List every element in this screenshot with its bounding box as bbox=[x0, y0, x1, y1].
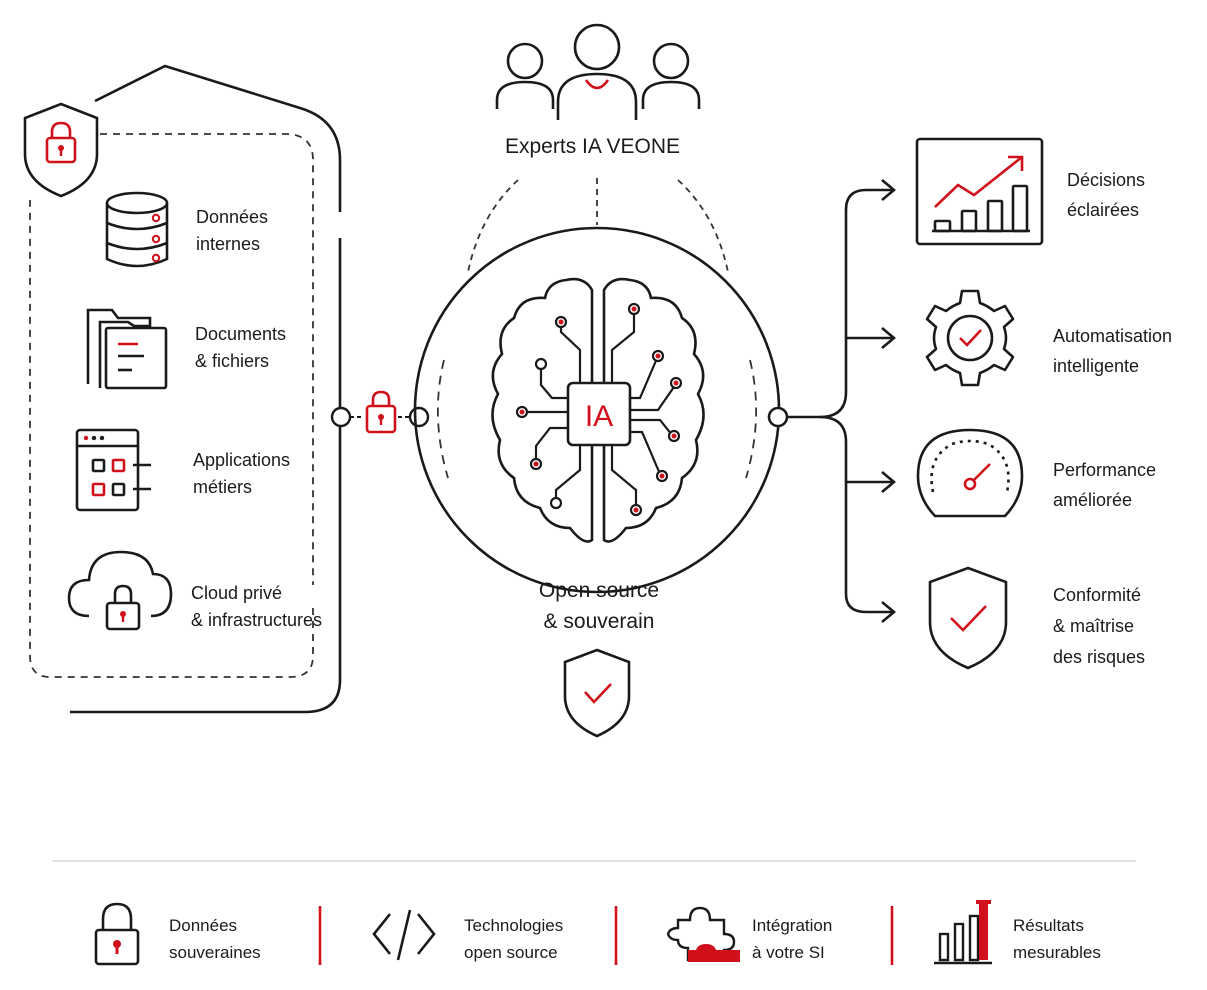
circuit-nodes bbox=[515, 302, 683, 517]
folder-documents-icon bbox=[86, 308, 168, 390]
footer-separators bbox=[318, 906, 894, 965]
private-cloud-icon bbox=[67, 550, 173, 631]
circuit-traces bbox=[522, 312, 677, 508]
source-label-cloud: Cloud privé& infrastructures bbox=[191, 583, 323, 630]
secure-connector bbox=[330, 390, 430, 434]
source-container bbox=[70, 64, 342, 714]
expert-links bbox=[467, 178, 729, 273]
experts-title: Experts IA VEONE bbox=[505, 135, 681, 158]
experts-people-icon bbox=[495, 23, 701, 120]
padlock-icon bbox=[94, 902, 140, 966]
dashed-boundary bbox=[29, 133, 314, 678]
sovereign-shield-icon bbox=[563, 648, 631, 738]
ai-chip: IA bbox=[566, 381, 632, 447]
application-window-icon bbox=[75, 428, 151, 512]
code-brackets-icon bbox=[372, 909, 436, 961]
output-branches bbox=[767, 179, 897, 623]
bar-results-icon bbox=[934, 900, 992, 965]
speedometer-icon bbox=[916, 428, 1024, 518]
gear-check-icon bbox=[925, 289, 1015, 387]
database-icon bbox=[105, 191, 169, 268]
brain-icon bbox=[491, 277, 705, 543]
puzzle-icon bbox=[666, 906, 740, 962]
growth-chart-icon bbox=[915, 137, 1044, 246]
ai-chip-label: IA bbox=[585, 400, 613, 433]
core-caption: Open source& souverain bbox=[538, 579, 660, 633]
shield-check-icon bbox=[928, 566, 1008, 670]
source-label-documents: Documents& fichiers bbox=[195, 324, 287, 371]
shield-lock-icon bbox=[23, 102, 99, 198]
